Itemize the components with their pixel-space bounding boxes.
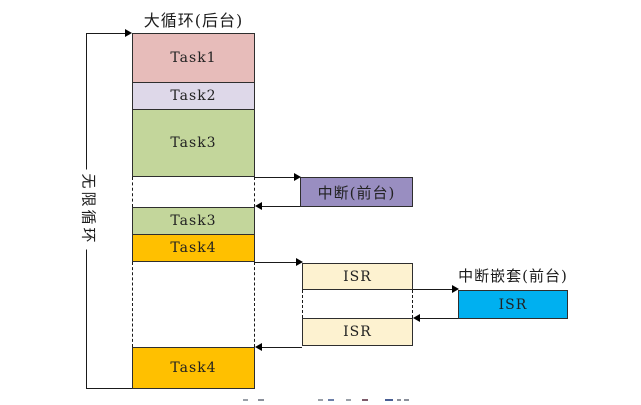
arrow-task4-to-isr-head-icon xyxy=(296,258,303,266)
task4-segment: Task4 xyxy=(132,234,255,262)
arrow-nested-return-line xyxy=(420,318,458,319)
arrowhead-into-loop-top-icon xyxy=(125,29,132,37)
isr-resume-box: ISR xyxy=(302,318,413,346)
background-loop-title: 大循环(后台) xyxy=(143,11,244,30)
column-gap1-right-dashed-edge xyxy=(254,177,255,207)
arrow-isr-to-nested-line xyxy=(413,289,452,290)
task1-segment: Task1 xyxy=(132,33,255,83)
arrow-isr-return-head-icon xyxy=(255,343,262,351)
arrow-task3-to-interrupt-line xyxy=(255,177,294,178)
task3-segment: Task3 xyxy=(132,109,255,177)
column-gap2-right-dashed-edge xyxy=(254,262,255,347)
arrow-nested-return-head-icon xyxy=(413,314,420,322)
isr-gap-left-dashed-edge xyxy=(302,290,303,318)
column-gap1-left-dashed-edge xyxy=(132,177,133,207)
infinite-loop-bracket-top-line xyxy=(86,33,125,34)
column-gap2-left-dashed-edge xyxy=(132,262,133,347)
arrow-interrupt-return-line xyxy=(262,206,300,207)
arrow-task3-to-interrupt-head-icon xyxy=(294,173,301,181)
arrow-task4-to-isr-line xyxy=(255,262,296,263)
arrow-isr-to-nested-head-icon xyxy=(452,285,459,293)
infinite-loop-label: 无限循环 xyxy=(79,169,98,250)
task3-resume-segment: Task3 xyxy=(132,207,255,235)
task2-segment: Task2 xyxy=(132,82,255,110)
isr-gap-right-dashed-edge xyxy=(412,290,413,318)
infinite-loop-bracket-bottom-line xyxy=(86,388,132,389)
isr-first-box: ISR xyxy=(302,263,413,290)
foreground-interrupt-box: 中断(前台) xyxy=(300,177,413,207)
nested-interrupt-title: 中断嵌套(前台) xyxy=(458,267,568,285)
arrow-interrupt-return-head-icon xyxy=(255,202,262,210)
task4-resume-segment: Task4 xyxy=(132,347,255,389)
isr-nested-box: ISR xyxy=(458,290,568,319)
arrow-isr-return-line xyxy=(262,347,302,348)
